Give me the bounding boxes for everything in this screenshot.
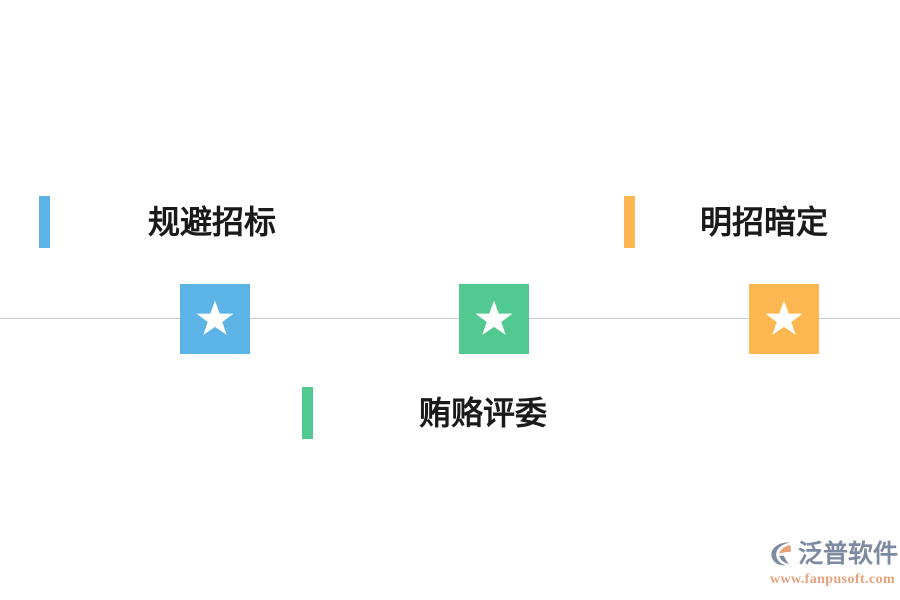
milestone-marker-2[interactable] — [459, 284, 529, 354]
milestone-label-group-1: 规避招标 — [39, 196, 276, 248]
milestone-label-group-2: 贿赂评委 — [302, 387, 547, 439]
watermark-brand-text: 泛普软件 — [798, 539, 899, 568]
star-icon — [474, 299, 514, 339]
watermark-url-text: www.fanpusoft.com — [770, 572, 896, 587]
watermark-brand-row: 泛普软件 — [766, 538, 898, 570]
accent-bar-1 — [39, 196, 50, 248]
fanpusoft-watermark: 泛普软件 www.fanpusoft.com — [766, 538, 898, 590]
milestone-label-1: 规避招标 — [148, 204, 277, 240]
accent-bar-3 — [624, 196, 635, 248]
star-icon — [764, 299, 804, 339]
accent-bar-2 — [302, 387, 313, 439]
milestone-marker-3[interactable] — [749, 284, 819, 354]
star-icon — [195, 299, 235, 339]
milestone-marker-1[interactable] — [180, 284, 250, 354]
milestone-label-3: 明招暗定 — [700, 204, 829, 240]
milestone-label-2: 贿赂评委 — [419, 395, 548, 431]
swoosh-circle-logo-icon — [766, 539, 796, 569]
timeline-axis — [0, 318, 900, 319]
milestone-label-group-3: 明招暗定 — [624, 196, 828, 248]
